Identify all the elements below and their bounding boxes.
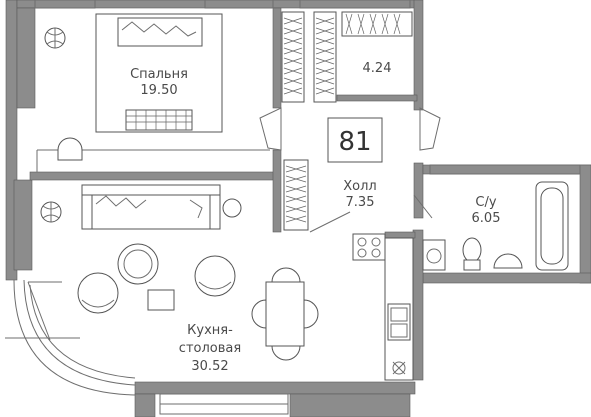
hall [259,107,441,233]
bedroom [36,13,270,172]
windows [34,0,581,415]
closet [281,11,413,103]
bay-window [5,279,136,396]
kitchen-living [40,184,414,381]
kitchen-area: 30.52 [191,359,228,374]
plant-icon [40,201,62,223]
hall-area: 7.35 [346,195,375,210]
bedroom-area: 19.50 [140,83,177,98]
bedroom-name: Спальня [130,67,188,82]
apartment-number: 81 [338,127,371,157]
kitchen-name-line1: Кухня- [187,323,233,338]
bathroom [422,181,569,271]
bathroom-area: 6.05 [472,211,501,226]
apartment-number-box [327,117,383,163]
plant-icon [44,27,66,49]
closet-area: 4.24 [363,61,392,76]
bathroom-name: С/у [475,195,496,210]
hall-name: Холл [343,179,376,194]
kitchen-name-line2: столовая [179,341,241,356]
